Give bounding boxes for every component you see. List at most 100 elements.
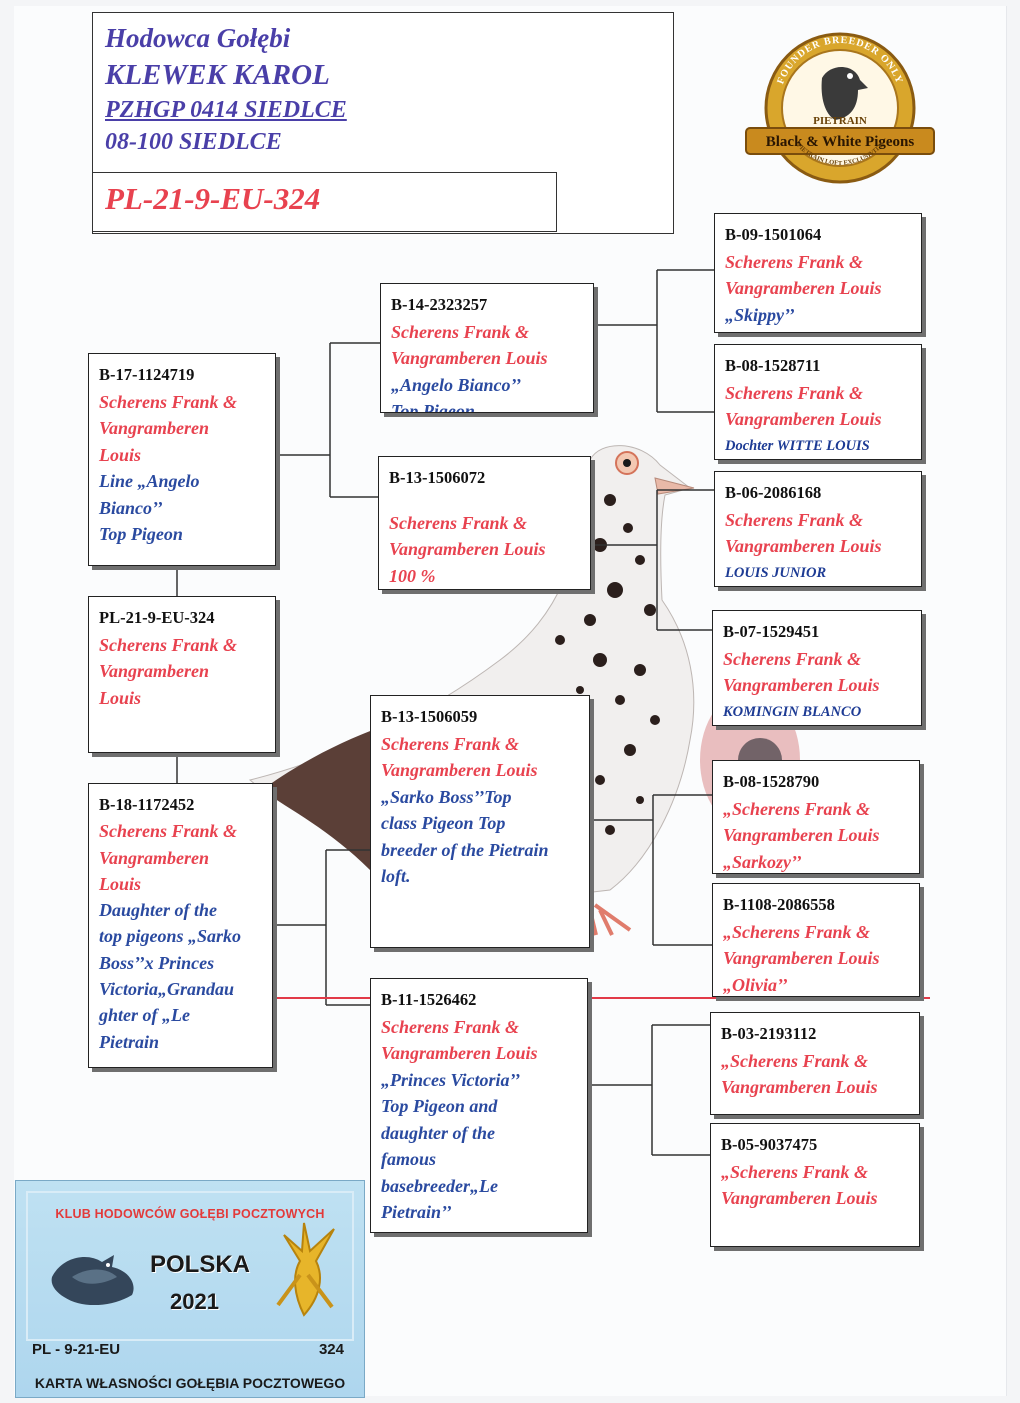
mother-breeder-line: Louis	[99, 873, 142, 894]
pigeon-icon	[51, 1255, 134, 1306]
seal-banner-text: Black & White Pigeons	[766, 134, 915, 150]
gg-breeder-line: Vangramberen Louis	[725, 536, 882, 556]
gg-breeder-line: Vangramberen Louis	[723, 675, 880, 695]
seal-middle-text: PIETRAIN	[813, 115, 867, 127]
breeder-club: PZHGP 0414 SIEDLCE	[105, 97, 347, 123]
mm-note-line: daughter of the	[381, 1122, 496, 1143]
pietrain-seal-logo: FOUNDER BREEDER ONLY PIETRAIN Black & Wh…	[745, 32, 935, 184]
mf-ring: B-13-1506059	[381, 707, 478, 726]
gg-box-3: B-06-2086168 Scherens Frank & Vangramber…	[714, 471, 922, 587]
mf-note-line: class Pigeon Top	[381, 813, 506, 833]
gg-breeder-line: Scherens Frank &	[723, 648, 862, 669]
card-year: 2021	[170, 1289, 219, 1314]
breeder-address: 08-100 SIEDLCE	[105, 129, 282, 155]
mother-ring: B-18-1172452	[99, 795, 195, 814]
gg-box-5: B-08-1528790 „Scherens Frank & Vangrambe…	[712, 760, 920, 874]
ff-note-line: Top Pigeon	[391, 401, 475, 413]
gg-breeder-line: „Olivia’’	[723, 974, 788, 995]
ff-breeder-line: Scherens Frank &	[391, 321, 530, 342]
mother-note-line: Daughter of the	[99, 900, 218, 921]
gg-ring: B-08-1528711	[725, 356, 821, 375]
mm-breeder-line: Scherens Frank &	[381, 1016, 520, 1037]
mm-note-line: basebreeder„Le	[381, 1175, 498, 1196]
pigeon-ring: PL-21-9-EU-324	[99, 608, 215, 627]
mf-box: B-13-1506059 Scherens Frank & Vangramber…	[370, 695, 590, 948]
gg-box-8: B-05-9037475 „Scherens Frank & Vangrambe…	[710, 1123, 920, 1247]
card-club-name: KLUB HODOWCÓW GOŁĘBI POCZTOWYCH	[55, 1207, 325, 1221]
gg-breeder-line: „Scherens Frank &	[721, 1050, 869, 1071]
card-footer: KARTA WŁASNOŚCI GOŁĘBIA POCZTOWEGO	[34, 1375, 346, 1391]
gg-breeder-line: Scherens Frank &	[725, 251, 864, 272]
father-breeder-line: Vangramberen	[99, 418, 210, 438]
breeder-title: Hodowca Gołębi	[105, 23, 291, 53]
ring-number: PL-21-9-EU-324	[105, 181, 321, 216]
gg-ring: B-03-2193112	[721, 1024, 817, 1043]
mother-box: B-18-1172452 Scherens Frank & Vangramber…	[88, 783, 273, 1068]
mother-breeder-line: Scherens Frank &	[99, 821, 238, 842]
card-ring-number: 324	[318, 1341, 344, 1358]
mother-note-line: top pigeons „Sarko	[99, 926, 242, 947]
gg-note: KOMINGIN BLANCO	[723, 703, 862, 720]
mother-note-line: ghter of „Le	[99, 1005, 190, 1026]
gg-breeder-line: Vangramberen Louis	[723, 948, 880, 968]
father-breeder-line: Scherens Frank &	[99, 391, 238, 412]
gg-breeder-line: „Scherens Frank &	[723, 921, 871, 942]
pigeon-breeder-line: Scherens Frank &	[99, 634, 238, 655]
ownership-card: KLUB HODOWCÓW GOŁĘBI POCZTOWYCH POLSKA 2…	[15, 1180, 365, 1398]
gg-box-6: B-1108-2086558 „Scherens Frank & Vangram…	[712, 883, 920, 997]
gg-ring: B-06-2086168	[725, 483, 822, 502]
mf-note-line: breeder of the Pietrain	[381, 839, 549, 860]
mf-note-line: „Sarko Boss’’Top	[381, 786, 512, 807]
father-box: B-17-1124719 Scherens Frank & Vangramber…	[88, 353, 276, 566]
mm-note-line: „Princes Victoria’’	[381, 1069, 521, 1090]
mm-breeder-line: Vangramberen Louis	[381, 1043, 538, 1063]
fm-ring: B-13-1506072	[389, 468, 486, 487]
gg-ring: B-07-1529451	[723, 622, 820, 641]
breeder-name: KLEWEK KAROL	[105, 59, 330, 91]
gg-breeder-line: Scherens Frank &	[725, 382, 864, 403]
ff-box: B-14-2323257 Scherens Frank & Vangramber…	[380, 283, 594, 413]
gg-breeder-line: „Sarkozy’’	[723, 851, 802, 872]
gg-breeder-line: Vangramberen Louis	[723, 825, 880, 845]
mm-note-line: Top Pigeon and	[381, 1096, 498, 1116]
father-note-line: Top Pigeon	[99, 524, 183, 544]
mother-breeder-line: Vangramberen	[99, 847, 210, 868]
mother-note-line: Victoria„Grandau	[99, 979, 235, 1000]
mf-breeder-line: Scherens Frank &	[381, 733, 520, 754]
father-ring: B-17-1124719	[99, 365, 195, 384]
gg-box-2: B-08-1528711 Scherens Frank & Vangramber…	[714, 344, 922, 460]
gg-ring: B-09-1501064	[725, 225, 822, 244]
gg-ring: B-1108-2086558	[723, 895, 835, 914]
gg-box-4: B-07-1529451 Scherens Frank & Vangramber…	[712, 610, 922, 726]
pigeon-breeder-line: Vangramberen	[99, 661, 210, 681]
gg-note: „Skippy’’	[725, 304, 795, 325]
fm-breeder-line: Vangramberen Louis	[389, 539, 546, 559]
fm-breeder-line: 100 %	[389, 565, 436, 586]
ff-note-line: „Angelo Bianco’’	[391, 374, 522, 395]
father-breeder-line: Louis	[99, 444, 142, 465]
mother-note-line: Boss’’x Princes	[99, 952, 215, 973]
gg-ring: B-05-9037475	[721, 1135, 818, 1154]
father-note-line: Bianco’’	[99, 497, 163, 518]
golden-bird-emblem	[276, 1222, 335, 1317]
gg-note: LOUIS JUNIOR	[725, 564, 827, 581]
card-panel: KLUB HODOWCÓW GOŁĘBI POCZTOWYCH POLSKA 2…	[26, 1191, 354, 1341]
mm-ring: B-11-1526462	[381, 990, 477, 1009]
card-ring-code: PL - 9-21-EU	[32, 1341, 121, 1358]
ring-number-box: PL-21-9-EU-324	[92, 172, 557, 232]
gg-breeder-line: „Scherens Frank &	[723, 798, 871, 819]
gg-note: Dochter WITTE LOUIS	[725, 437, 870, 454]
gg-breeder-line: Scherens Frank &	[725, 509, 864, 530]
red-divider-line	[270, 997, 930, 999]
pigeon-box: PL-21-9-EU-324 Scherens Frank & Vangramb…	[88, 596, 276, 753]
mm-box: B-11-1526462 Scherens Frank & Vangramber…	[370, 978, 588, 1233]
pigeon-breeder-line: Louis	[99, 687, 142, 708]
gg-breeder-line: Vangramberen Louis	[721, 1077, 878, 1097]
mm-note-line: famous	[381, 1149, 437, 1169]
gg-breeder-line: „Scherens Frank &	[721, 1161, 869, 1182]
fm-box: B-13-1506072 Scherens Frank & Vangramber…	[378, 456, 591, 590]
ff-breeder-line: Vangramberen Louis	[391, 348, 548, 368]
ff-ring: B-14-2323257	[391, 295, 488, 314]
mf-breeder-line: Vangramberen Louis	[381, 760, 538, 780]
